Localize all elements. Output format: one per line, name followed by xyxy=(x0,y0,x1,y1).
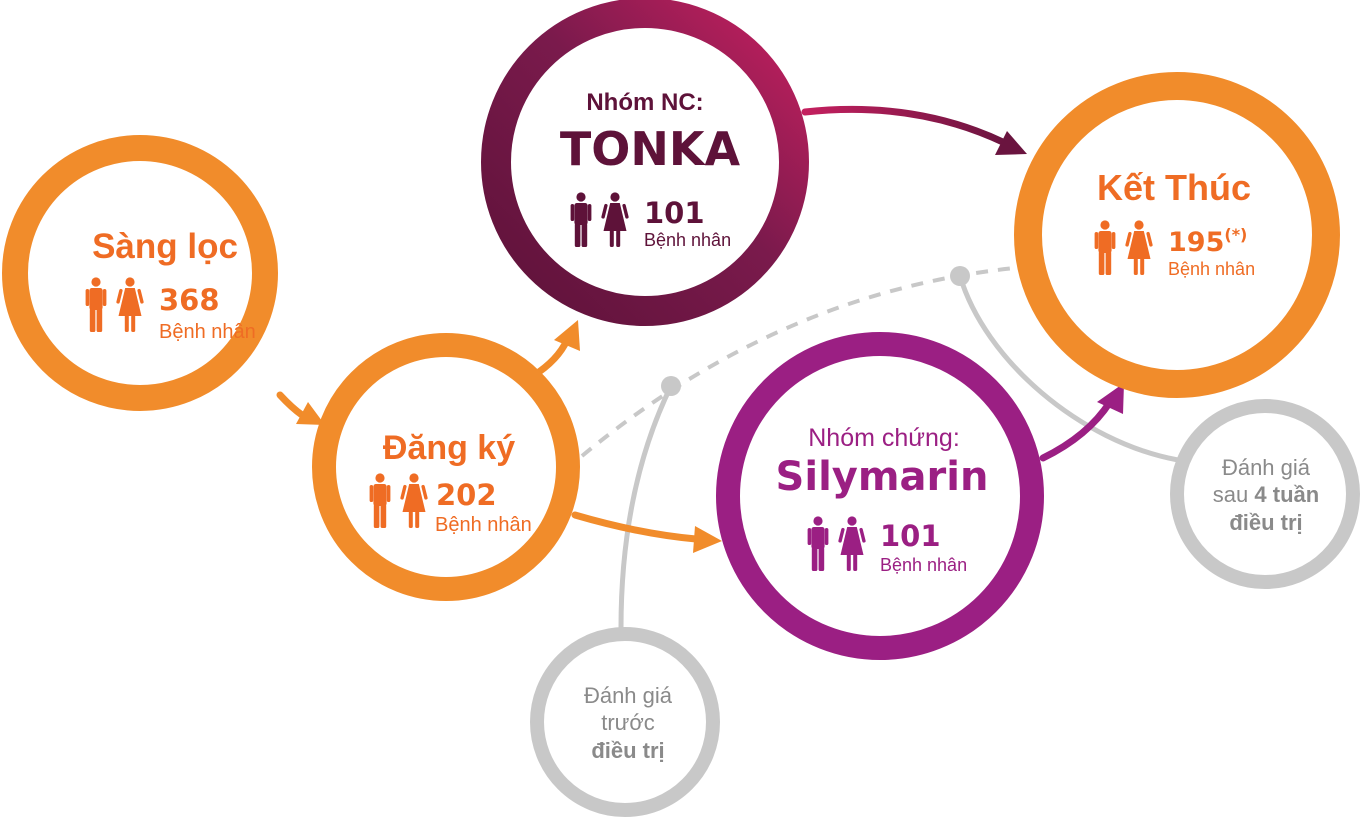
after-evaluation-line2-text: sau xyxy=(1213,482,1255,507)
after-evaluation-line2-bold: 4 tuần xyxy=(1254,482,1319,507)
end-title: Kết Thúc xyxy=(1097,167,1251,208)
enrollment-unit: Bệnh nhân xyxy=(435,514,532,536)
screening-count: 368 xyxy=(159,283,220,317)
before-evaluation-connector xyxy=(618,384,674,629)
end-count: 195(*) xyxy=(1168,225,1247,258)
before-evaluation-marker xyxy=(661,376,681,396)
silymarin-node: Nhóm chứng: Silymarin 101 Bệnh nhân xyxy=(716,332,1044,660)
end-count-value: 195 xyxy=(1168,227,1224,258)
arrow-head xyxy=(693,526,722,553)
tonka-node: Nhóm NC: TONKA 101 Bệnh nhân xyxy=(481,0,809,326)
end-count-note: (*) xyxy=(1224,225,1247,244)
arrow-head xyxy=(554,320,580,351)
tonka-subtitle: Nhóm NC: xyxy=(586,89,703,116)
end-node: Kết Thúc 195(*) Bệnh nhân xyxy=(1014,72,1340,398)
before-evaluation-line2: trước xyxy=(601,710,655,735)
after-evaluation-connector xyxy=(957,275,1179,463)
after-evaluation-line1: Đánh giá xyxy=(1222,455,1311,480)
end-unit: Bệnh nhân xyxy=(1168,259,1255,279)
arrow-head xyxy=(1097,383,1124,414)
screening-node: Sàng lọc 368 Bệnh nhân xyxy=(2,135,278,411)
arrow-head xyxy=(296,402,325,425)
tonka-count: 101 xyxy=(644,196,705,230)
after-evaluation-line2: sau 4 tuần xyxy=(1213,482,1319,507)
tonka-title: TONKA xyxy=(560,122,741,176)
silymarin-count: 101 xyxy=(880,519,941,553)
arrow-screening-to-enrollment xyxy=(276,391,306,419)
dashed-timeline xyxy=(580,266,1016,458)
silymarin-subtitle: Nhóm chứng: xyxy=(808,424,960,452)
arrow-head xyxy=(995,131,1027,155)
arrow-tonka-to-end xyxy=(801,105,1009,147)
enrollment-node: Đăng ký 202 Bệnh nhân xyxy=(312,333,580,601)
silymarin-title: Silymarin xyxy=(776,454,989,500)
after-evaluation-marker xyxy=(950,266,970,286)
before-evaluation-node: Đánh giá trước điều trị xyxy=(530,627,720,817)
arrow-enrollment-to-silymarin xyxy=(571,511,700,543)
enrollment-count: 202 xyxy=(436,478,497,512)
after-evaluation-line3: điều trị xyxy=(1229,510,1302,535)
before-evaluation-line3: điều trị xyxy=(591,738,664,763)
enrollment-title: Đăng ký xyxy=(383,429,515,467)
before-evaluation-line1: Đánh giá xyxy=(584,683,673,708)
tonka-unit: Bệnh nhân xyxy=(644,230,731,250)
screening-unit: Bệnh nhân xyxy=(159,321,256,343)
screening-title: Sàng lọc xyxy=(92,227,238,266)
arrow-silymarin-to-end xyxy=(1039,398,1114,462)
silymarin-unit: Bệnh nhân xyxy=(880,555,967,575)
after-evaluation-node: Đánh giá sau 4 tuần điều trị xyxy=(1170,399,1360,589)
